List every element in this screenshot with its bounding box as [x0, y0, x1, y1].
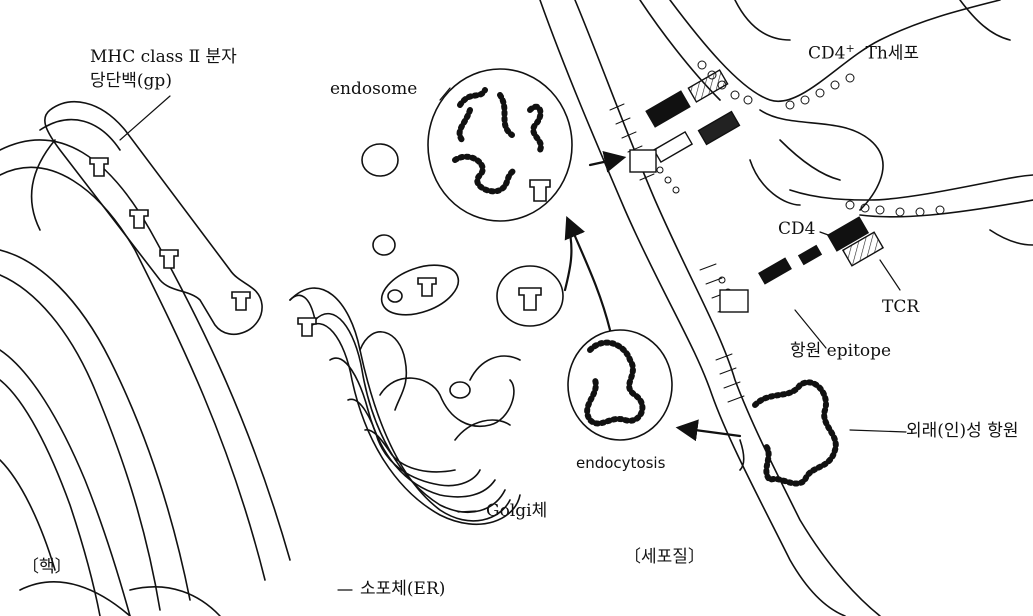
endocytosis-label: endocytosis — [576, 452, 665, 474]
golgi-label: Golgi체 — [486, 500, 547, 522]
cd4-th-cell-label: CD4+ Th세포 — [808, 38, 919, 65]
cd4-th-sup: + — [845, 42, 854, 55]
nucleus-label: 〔핵〕 — [22, 556, 72, 578]
antigen-chains — [455, 90, 836, 484]
er-label: 소포체(ER) — [360, 578, 445, 600]
receptor-complexes — [630, 70, 883, 312]
nuclear-membranes — [0, 120, 290, 616]
cytoplasm-label: 〔세포질〕 — [624, 546, 705, 568]
foreign-antigen-label: 외래(인)성 항원 — [906, 420, 1019, 442]
t-cell-membrane — [640, 0, 1033, 245]
er-cisterna — [32, 102, 263, 334]
tcr-label: TCR — [882, 296, 919, 318]
antigen-epitope-label: 항원 epitope — [790, 340, 891, 362]
golgi-apparatus — [290, 256, 520, 525]
cd4-th-suffix: Th세포 — [865, 44, 919, 64]
cd4-label: CD4 — [778, 218, 815, 240]
endosome — [428, 69, 572, 221]
mhc-label-line1: MHC class Ⅱ 분자 — [90, 46, 237, 68]
endosome-label: endosome — [330, 78, 417, 100]
mhc-label-line2: 당단백(gp) — [90, 70, 172, 92]
cd4-th-prefix: CD4 — [808, 44, 845, 64]
